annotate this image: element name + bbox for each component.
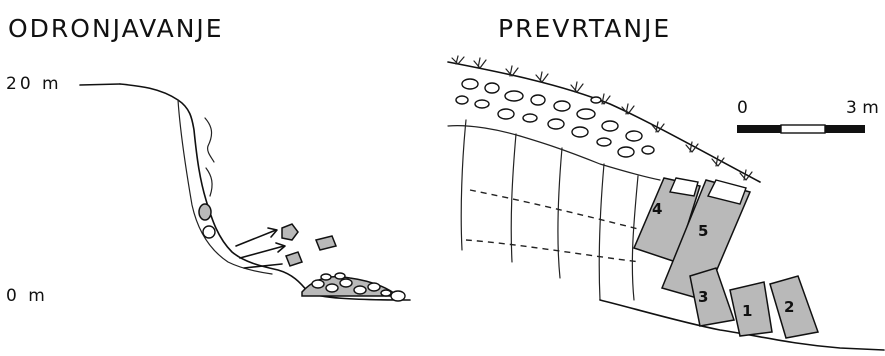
toppling-block-2: 2 [770,276,818,338]
toppling-block-1: 1 [730,282,772,336]
falling-rock [203,226,215,238]
falling-rock [286,252,302,266]
svg-text:1: 1 [742,302,752,320]
falling-rock [316,236,336,250]
svg-text:5: 5 [698,222,708,240]
vegetation [452,56,752,180]
toppling-illustration: 4 5 3 1 2 [448,56,884,350]
cliff-crack-line [206,168,212,196]
toppling-block-3: 3 [690,268,734,326]
bedding-line-dashed [470,190,650,232]
cliff-crack-line [205,118,214,162]
motion-arrow [244,264,282,268]
rockfall-cliff-inner-line [178,100,272,274]
soil-layer-pebbles [456,79,654,157]
svg-text:2: 2 [784,298,794,316]
falling-rock [282,224,298,240]
motion-arrow [236,230,276,246]
height-tick-line [80,84,120,85]
svg-text:4: 4 [652,200,662,218]
svg-text:3: 3 [698,288,708,306]
scale-bar [737,125,865,133]
debris-pile [302,273,405,301]
bedding-line-dashed [466,240,640,262]
rockfall-illustration [80,84,410,301]
falling-rock [199,204,211,220]
rockfall-slope-profile [120,84,410,300]
